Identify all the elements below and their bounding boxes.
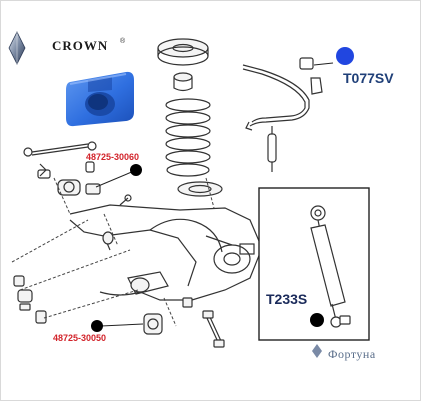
stabilizer-bar: [242, 57, 323, 172]
part-leaders: [95, 62, 334, 327]
brand-name: CROWN: [52, 38, 109, 53]
part-number-lower: 48725-30050: [53, 333, 107, 343]
stabilizer-bush-code: T077SV: [343, 70, 394, 86]
part-dot-lower: [91, 320, 103, 332]
rear-subframe: [69, 194, 263, 301]
upper-arm-bushings: [57, 179, 101, 196]
watermark-text: Фортуна: [328, 347, 376, 361]
part-dot-upper: [130, 164, 142, 176]
shock-absorber-inset: [258, 187, 370, 341]
part-number-upper: 48725-30060: [86, 152, 140, 162]
stabilizer-bush-image: [66, 71, 134, 127]
watermark-logo-icon: [312, 344, 322, 358]
leader-lines: [11, 177, 215, 327]
coil-spring-assembly: [157, 38, 223, 197]
shock-dot: [310, 313, 324, 327]
crown-logo-icon: [8, 31, 26, 65]
shock-absorber-code: T233S: [266, 291, 308, 307]
lower-arm-bushings: [13, 275, 225, 348]
stabilizer-link-left: [23, 141, 97, 179]
bush-callout-dot: [336, 47, 354, 65]
brand-registered-mark: ®: [120, 38, 126, 45]
